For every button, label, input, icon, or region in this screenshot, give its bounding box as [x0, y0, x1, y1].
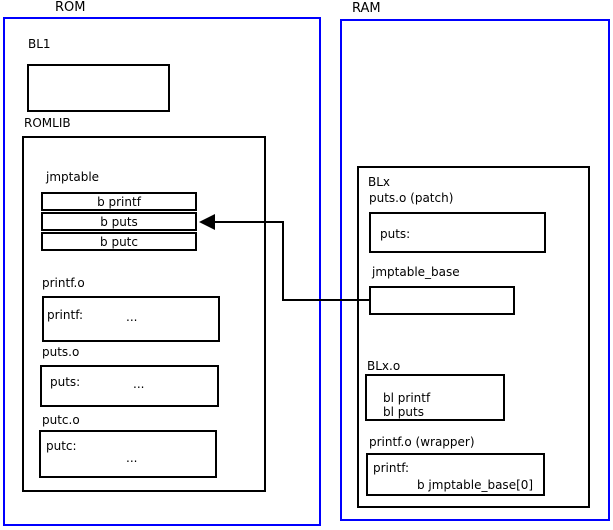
putc-body-ellipsis: ...	[126, 451, 138, 465]
romlib-label: ROMLIB	[24, 116, 71, 130]
puts-patch-label: puts.o (patch)	[369, 191, 454, 205]
putc-o-box: putc: ...	[39, 430, 217, 478]
bl1-label: BL1	[28, 37, 51, 51]
blx-o-box: bl printf bl puts	[365, 374, 505, 421]
jmptable-row-b-putc: b putc	[41, 232, 197, 251]
jmptable-row-b-puts: b puts	[41, 212, 197, 231]
ram-region-label: RAM	[352, 1, 381, 16]
blx-label: BLx	[368, 175, 391, 189]
jmptable-base-box	[369, 286, 515, 315]
printf-wrapper-box: printf: b jmptable_base[0]	[366, 453, 545, 496]
putc-o-label: putc.o	[42, 413, 80, 427]
blx-o-line-bl-printf: bl printf	[383, 391, 431, 405]
printf-wrapper-symbol: printf:	[373, 461, 410, 475]
puts-body-ellipsis: ...	[133, 377, 145, 391]
printf-symbol: printf:	[47, 308, 84, 322]
blx-o-label: BLx.o	[367, 359, 401, 373]
printf-wrapper-branch: b jmptable_base[0]	[417, 478, 534, 492]
printf-o-label: printf.o	[42, 276, 85, 290]
putc-symbol: putc:	[46, 439, 77, 453]
printf-body-ellipsis: ...	[126, 310, 138, 324]
puts-patch-symbol: puts:	[380, 227, 411, 241]
jmptable-label: jmptable	[46, 170, 100, 184]
puts-o-label: puts.o	[42, 345, 80, 359]
printf-o-box: printf: ...	[42, 296, 220, 342]
jmptable-row-b-printf: b printf	[41, 192, 197, 211]
bl1-box	[27, 64, 170, 112]
puts-symbol: puts:	[50, 375, 81, 389]
rom-region-label: ROM	[55, 0, 86, 15]
puts-patch-box: puts:	[369, 212, 546, 253]
jmptable-base-label: jmptable_base	[372, 265, 460, 279]
blx-o-line-bl-puts: bl puts	[383, 405, 424, 419]
printf-wrapper-label: printf.o (wrapper)	[369, 435, 475, 449]
puts-o-box: puts: ...	[40, 365, 219, 407]
